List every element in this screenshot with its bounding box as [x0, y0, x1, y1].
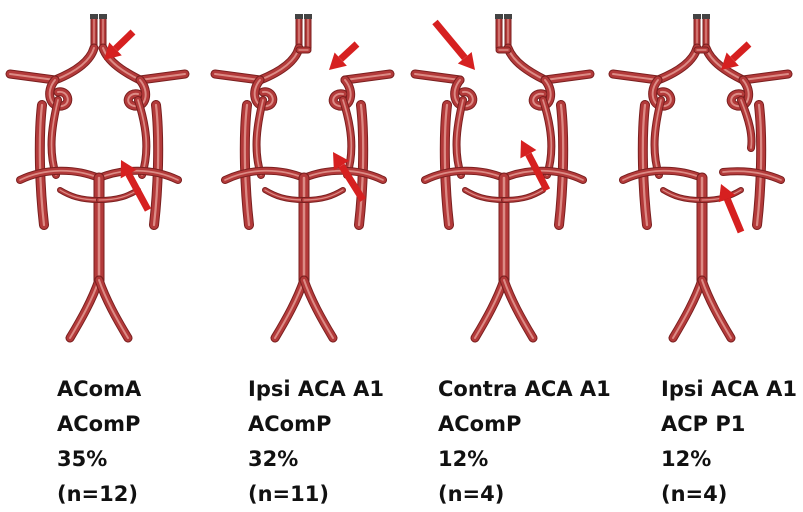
- panel-4-percent: 12%: [661, 442, 797, 477]
- panel-2-label-1: Ipsi ACA A1: [248, 372, 384, 407]
- pcom-right-partial: [741, 100, 752, 148]
- sca-left: [265, 190, 304, 200]
- panel-1-count: (n=12): [57, 477, 141, 512]
- pcom-left: [257, 100, 263, 175]
- panel-1-label-2: AComP: [57, 407, 141, 442]
- panel-1-percent: 35%: [57, 442, 141, 477]
- ica-left: [445, 105, 449, 225]
- mca-right: [545, 74, 590, 80]
- panel-2-label-2: AComP: [248, 407, 384, 442]
- pcom-right: [543, 100, 551, 175]
- ica-right: [154, 105, 158, 225]
- panel-3-caption: Contra ACA A1 AComP 12% (n=4): [438, 372, 611, 512]
- aca-cut-left: [495, 14, 503, 19]
- panel-4-label-2: ACP P1: [661, 407, 797, 442]
- mca-left: [10, 74, 55, 80]
- aca-a1-left: [260, 48, 299, 80]
- mca-right: [743, 74, 788, 80]
- ica-left: [245, 105, 249, 225]
- ica-left: [643, 105, 647, 225]
- panel-4-caption: Ipsi ACA A1 ACP P1 12% (n=4): [661, 372, 797, 512]
- red-arrow-1: [104, 32, 133, 60]
- aca-cut-right: [702, 14, 710, 19]
- aca-a1-left: [658, 48, 697, 80]
- mca-left: [415, 74, 460, 80]
- panel-3-count: (n=4): [438, 477, 611, 512]
- panel-2-percent: 32%: [248, 442, 384, 477]
- vertebral-right: [304, 280, 333, 338]
- aca-cut-right: [99, 14, 107, 19]
- mca-left: [215, 74, 260, 80]
- panel-3-label-1: Contra ACA A1: [438, 372, 611, 407]
- sca-left: [60, 190, 99, 200]
- red-arrow-2: [520, 140, 547, 190]
- circle-of-willis-diagram-4: [603, 0, 803, 360]
- aca-cut-right: [504, 14, 512, 19]
- sca-right: [304, 190, 343, 200]
- ica-left: [40, 105, 44, 225]
- mca-left: [613, 74, 658, 80]
- panel-4-label-1: Ipsi ACA A1: [661, 372, 797, 407]
- panel-1-label-1: AComA: [57, 372, 141, 407]
- aca-cut-left: [693, 14, 701, 19]
- vertebral-left: [275, 280, 304, 338]
- mca-right: [140, 74, 185, 80]
- panel-1-caption: AComA AComP 35% (n=12): [57, 372, 141, 512]
- mca-right: [345, 74, 390, 80]
- aca-a1-right: [508, 48, 545, 80]
- vertebral-left: [70, 280, 99, 338]
- red-arrow-1: [329, 44, 357, 70]
- vertebral-right: [702, 280, 731, 338]
- red-arrow-1: [435, 22, 475, 70]
- sca-right: [504, 190, 543, 200]
- pcom-left: [655, 100, 661, 175]
- ica-right: [559, 105, 563, 225]
- aca-cut-right: [304, 14, 312, 19]
- pcom-right: [138, 100, 146, 175]
- circle-of-willis-panel-4: [603, 0, 803, 360]
- circle-of-willis-panel-1: [0, 0, 200, 360]
- aca-a1-left: [55, 48, 94, 80]
- panel-3-label-2: AComP: [438, 407, 611, 442]
- sca-right: [99, 190, 138, 200]
- panel-3-percent: 12%: [438, 442, 611, 477]
- circle-of-willis-panel-2: [205, 0, 405, 360]
- aca-cut-left: [295, 14, 303, 19]
- pcom-left: [457, 100, 463, 175]
- vertebral-right: [504, 280, 533, 338]
- pcom-left: [52, 100, 58, 175]
- circle-of-willis-panel-3: [405, 0, 605, 360]
- panel-4-count: (n=4): [661, 477, 797, 512]
- vertebral-left: [475, 280, 504, 338]
- red-arrow-1: [721, 44, 749, 70]
- aca-cut-left: [90, 14, 98, 19]
- ica-right: [359, 105, 363, 225]
- ica-right: [757, 105, 761, 225]
- vertebral-right: [99, 280, 128, 338]
- circle-of-willis-diagram-1: [0, 0, 200, 360]
- circle-of-willis-diagram-2: [205, 0, 405, 360]
- pca-right-distal: [723, 171, 781, 180]
- panel-2-caption: Ipsi ACA A1 AComP 32% (n=11): [248, 372, 384, 512]
- panel-2-count: (n=11): [248, 477, 384, 512]
- sca-left: [465, 190, 504, 200]
- sca-left: [663, 190, 702, 200]
- vertebral-left: [673, 280, 702, 338]
- circle-of-willis-diagram-3: [405, 0, 605, 360]
